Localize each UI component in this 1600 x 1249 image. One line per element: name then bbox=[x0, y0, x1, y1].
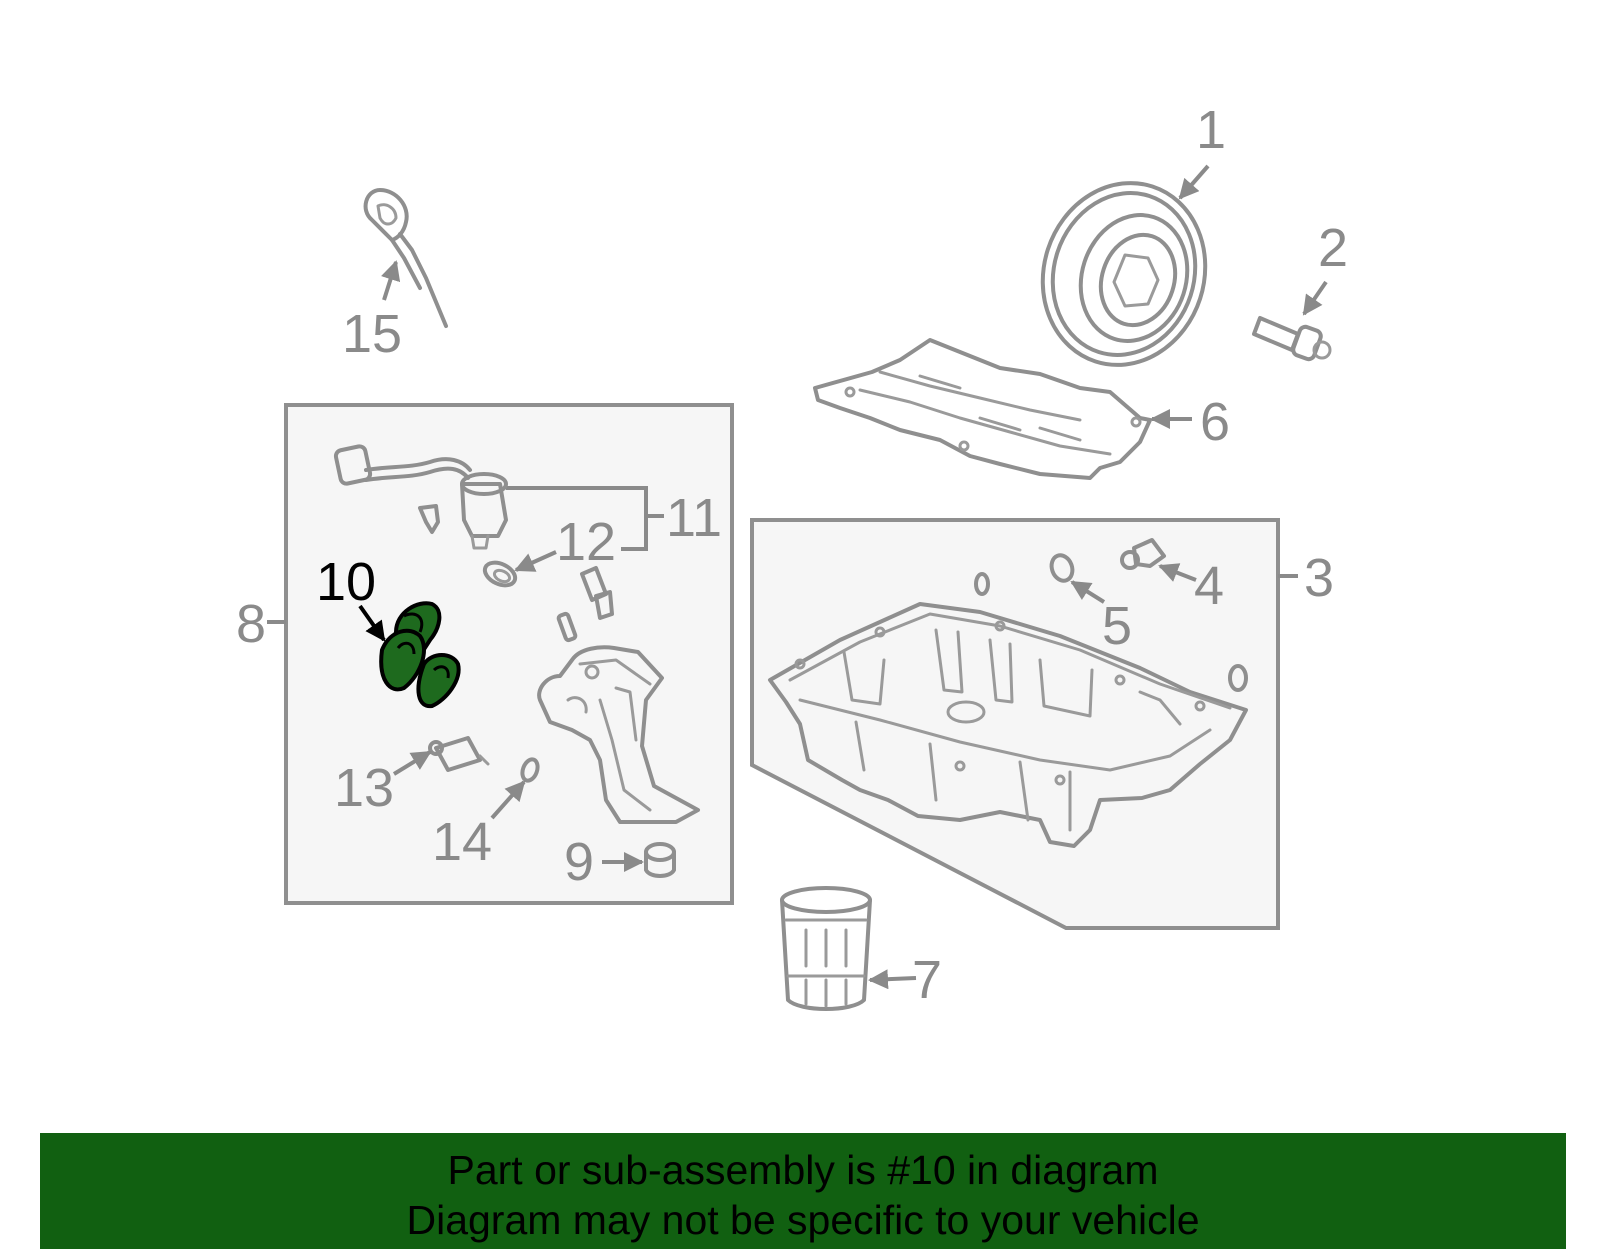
part-4-sensor bbox=[1120, 538, 1166, 570]
o-ring-small-a bbox=[974, 572, 990, 596]
callout-8: 8 bbox=[236, 594, 266, 654]
part-9-cap bbox=[644, 842, 676, 878]
callout-5: 5 bbox=[1102, 596, 1132, 656]
part-5-washer bbox=[1049, 553, 1075, 583]
part-15-dipstick bbox=[363, 188, 448, 328]
leader-2 bbox=[1302, 280, 1328, 316]
leader-5 bbox=[1070, 580, 1106, 604]
part-14-o-ring bbox=[520, 757, 540, 783]
part-2-bolt bbox=[1252, 316, 1332, 362]
leader-15 bbox=[381, 260, 401, 301]
callout-11: 11 bbox=[666, 488, 722, 548]
part-12-gasket bbox=[482, 560, 518, 588]
leader-12 bbox=[514, 550, 557, 572]
part-13-sensor bbox=[428, 736, 490, 772]
callout-13: 13 bbox=[334, 758, 394, 818]
part-7-oil-filter bbox=[780, 886, 872, 1011]
callout-15: 15 bbox=[342, 304, 402, 364]
banner-line-disclaimer: Diagram may not be specific to your vehi… bbox=[406, 1197, 1200, 1243]
bracket-11 bbox=[506, 486, 648, 551]
callout-4: 4 bbox=[1194, 556, 1224, 616]
callout-9: 9 bbox=[564, 832, 594, 892]
leader-13 bbox=[392, 750, 432, 776]
callout-6: 6 bbox=[1200, 392, 1230, 452]
leader-7 bbox=[868, 969, 917, 990]
callout-2: 2 bbox=[1318, 218, 1348, 278]
callout-10: 10 bbox=[316, 552, 376, 612]
callout-7: 7 bbox=[912, 950, 942, 1010]
subassembly-box-8 bbox=[284, 403, 734, 905]
part-1-pulley bbox=[1040, 181, 1208, 367]
leader-10 bbox=[358, 604, 386, 642]
part-10-gasket-highlighted bbox=[379, 601, 461, 709]
o-ring-small-b bbox=[1228, 664, 1248, 692]
part-6-baffle-plate bbox=[813, 338, 1152, 480]
oil-pan bbox=[768, 602, 1248, 848]
leader-1 bbox=[1178, 164, 1210, 200]
banner-line-part-number: Part or sub-assembly is #10 in diagram bbox=[447, 1147, 1159, 1193]
small-bolts bbox=[556, 566, 614, 643]
oil-pump-housing bbox=[537, 645, 700, 824]
notice-banner: Part or sub-assembly is #10 in diagram D… bbox=[40, 1133, 1566, 1249]
leader-4 bbox=[1158, 563, 1197, 582]
callout-1: 1 bbox=[1196, 100, 1226, 160]
callout-3: 3 bbox=[1304, 548, 1334, 608]
callout-12: 12 bbox=[556, 512, 616, 572]
callout-14: 14 bbox=[432, 812, 492, 872]
part-11-oil-pressure-switch bbox=[333, 444, 508, 550]
leader-14 bbox=[490, 780, 526, 820]
